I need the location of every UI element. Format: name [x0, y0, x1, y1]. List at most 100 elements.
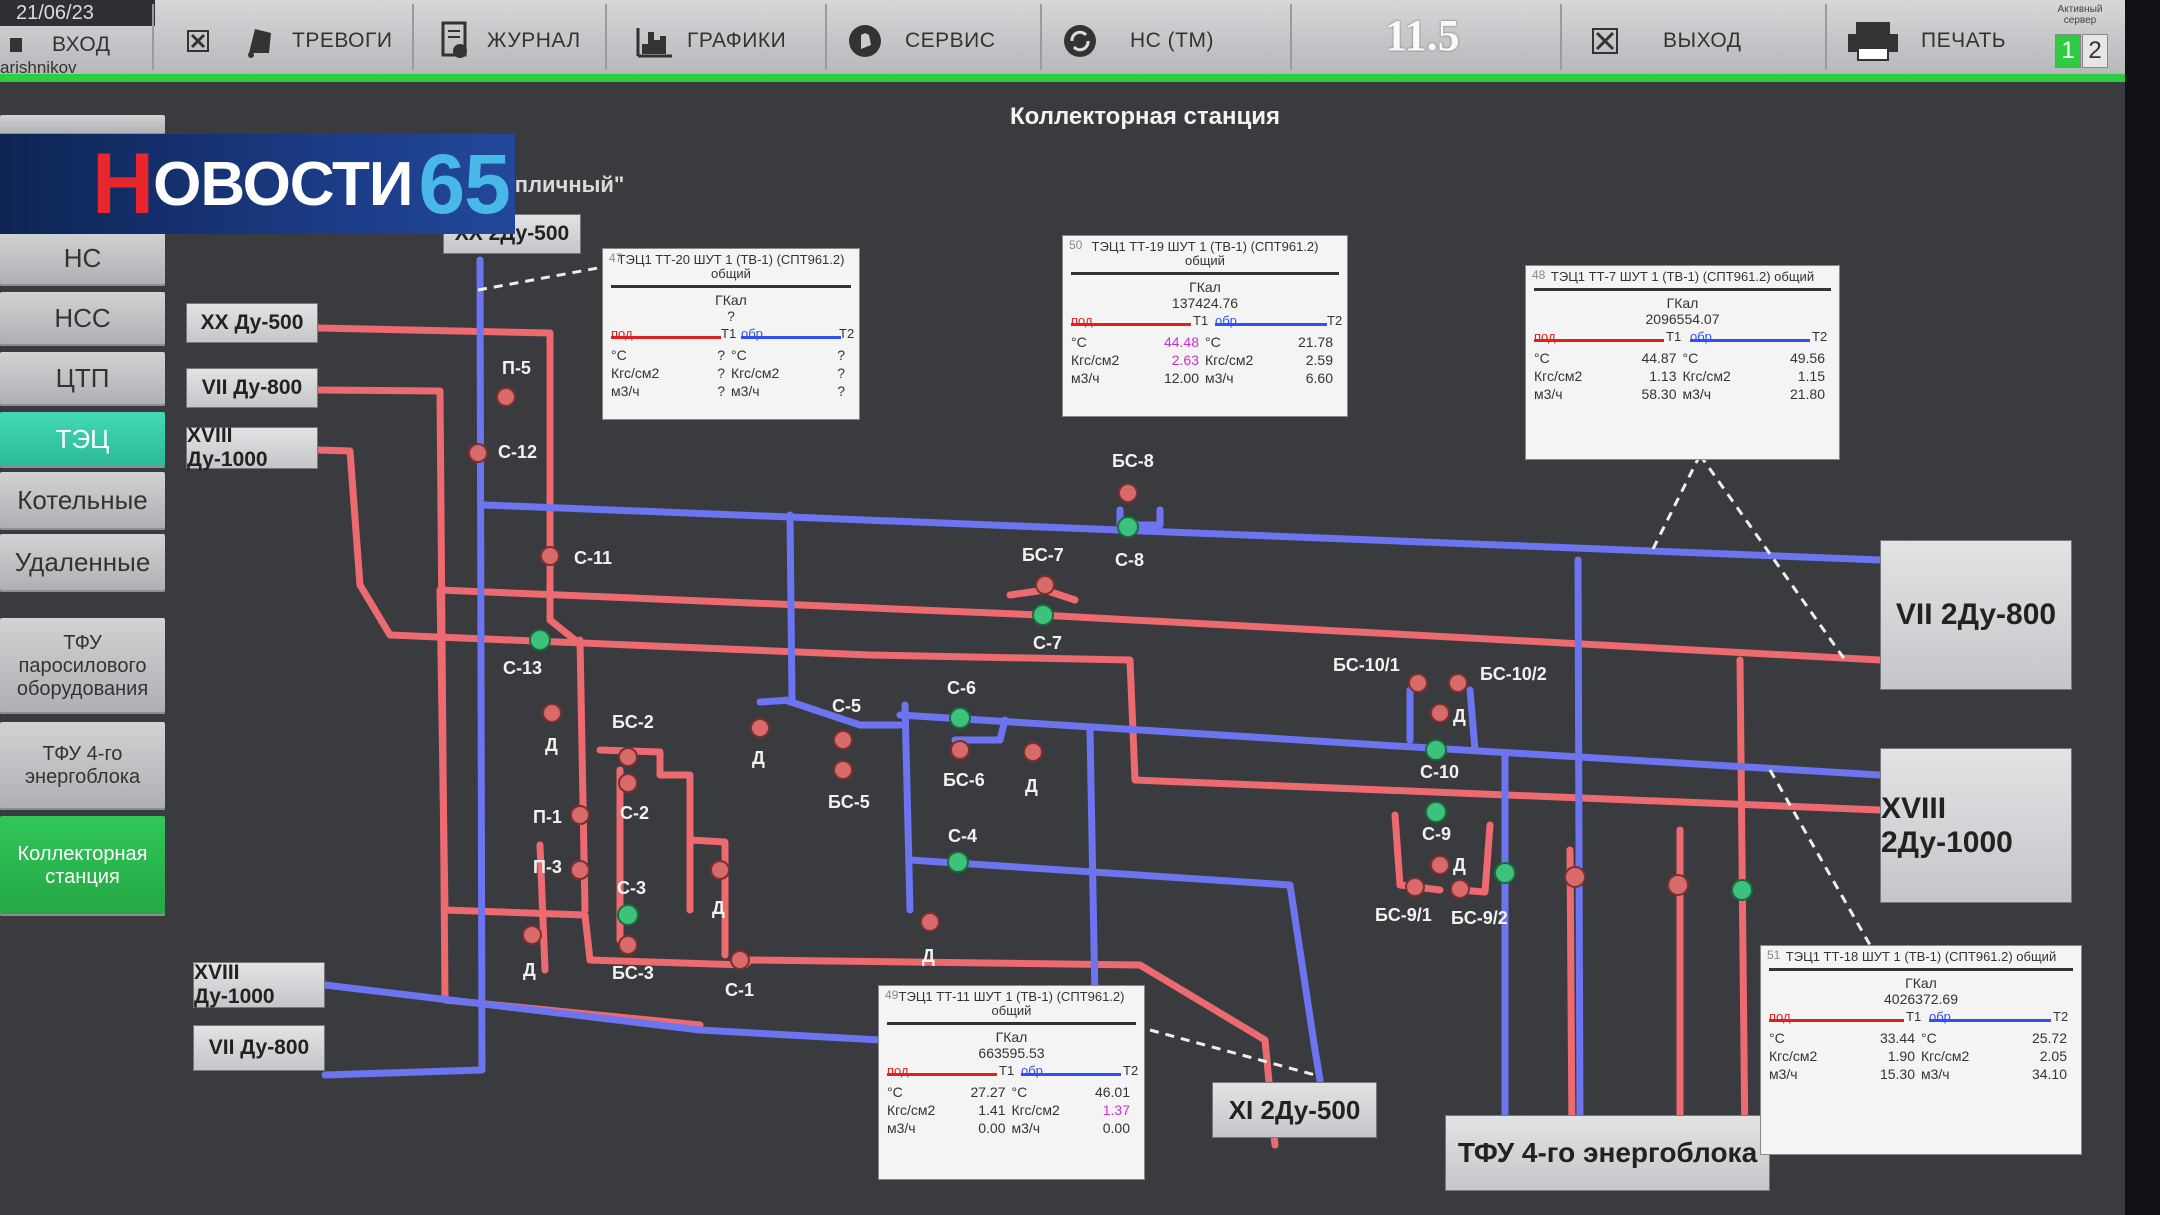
sidebar-item-ctp[interactable]: ЦТП	[0, 352, 165, 406]
flow-unit: м3/ч	[1682, 386, 1712, 402]
meter-panel[interactable]: 48 ТЭЦ1 ТТ-7 ШУТ 1 (ТВ-1) (СПТ961.2) общ…	[1525, 265, 1840, 460]
temp-unit: °C	[1534, 350, 1550, 366]
temp-unit: °C	[1011, 1084, 1028, 1100]
printer-icon	[1845, 21, 1901, 61]
panel-number: 47	[609, 251, 623, 265]
meter-panel[interactable]: 51 ТЭЦ1 ТТ-18 ШУТ 1 (ТВ-1) (СПТ961.2) об…	[1760, 945, 2082, 1155]
valve-bc10-2-label: БС-10/2	[1480, 664, 1547, 684]
pipe-label-xviii-left[interactable]: XVIII Ду-1000	[186, 424, 318, 471]
supply-line	[1071, 323, 1191, 326]
valve-c5-label: С-5	[832, 696, 862, 716]
valve-c10-label: С-10	[1420, 762, 1460, 782]
ns-tm-button[interactable]: НС (ТМ)	[1060, 18, 1214, 64]
supply-flow: 12.00	[1163, 370, 1199, 386]
panel-header: ТЭЦ1 ТТ-11 ШУТ 1 (ТВ-1) (СПТ961.2) общий	[887, 990, 1136, 1025]
close-icon	[178, 21, 218, 61]
return-line	[1929, 1019, 2051, 1022]
t1-label: T1	[1666, 329, 1682, 344]
server-2-button[interactable]: 2	[2082, 34, 2108, 68]
t1-label: T1	[1906, 1009, 1922, 1024]
pipe-label-vii-right[interactable]: VII 2Ду-800	[1880, 540, 2072, 690]
flow-unit: м3/ч	[1071, 370, 1100, 386]
close-alarms-button[interactable]	[178, 18, 230, 64]
pipe-label-xx-left[interactable]: XX Ду-500	[186, 303, 318, 343]
toolbar-divider	[1290, 4, 1292, 70]
return-flow: 0.00	[1102, 1120, 1130, 1136]
meter-panel[interactable]: 49 ТЭЦ1 ТТ-11 ШУТ 1 (ТВ-1) (СПТ961.2) об…	[878, 985, 1145, 1180]
journal-button[interactable]: ЖУРНАЛ	[435, 18, 581, 64]
chart-icon	[635, 21, 675, 61]
panel-header: ТЭЦ1 ТТ-19 ШУТ 1 (ТВ-1) (СПТ961.2) общий	[1071, 240, 1339, 275]
sidebar-item-boilers[interactable]: Котельные	[0, 472, 165, 530]
supply-line	[1769, 1019, 1904, 1022]
valve-c13-label: С-13	[503, 658, 543, 678]
pipe-label-vii-bottom[interactable]: VII Ду-800	[193, 1025, 325, 1071]
valve-bc9-2-label: БС-9/2	[1451, 908, 1508, 928]
exit-button[interactable]: ВЫХОД	[1585, 18, 1742, 64]
server-1-button[interactable]: 1	[2055, 34, 2081, 68]
service-button[interactable]: СЕРВИС	[845, 18, 995, 64]
graphs-button[interactable]: ГРАФИКИ	[635, 18, 786, 64]
valve-c6-label: С-6	[947, 678, 977, 698]
pipe-label-xviii-right[interactable]: XVIII 2Ду-1000	[1880, 748, 2072, 903]
sidebar-item-tfu-steam[interactable]: ТФУ паросилового оборудования	[0, 618, 165, 714]
monitor-bezel	[2125, 0, 2160, 1215]
valve-bc2-label: БС-2	[612, 712, 654, 732]
pipe-label-xviii-bottom[interactable]: XVIII Ду-1000	[193, 961, 325, 1008]
return-line	[1215, 323, 1327, 326]
panel-legend: под T1 обр T2	[1769, 1009, 2073, 1029]
valve-d3-label: Д	[712, 898, 725, 918]
panel-unit: ГКал	[1666, 295, 1699, 311]
header-value: 11.5	[1385, 11, 1460, 60]
temp-unit: °C	[611, 347, 627, 363]
t1-label: T1	[721, 326, 737, 341]
login-button[interactable]: ВХОД	[6, 30, 111, 60]
t2-label: T2	[2053, 1009, 2069, 1024]
sidebar-item-nss[interactable]: НСС	[0, 292, 165, 346]
sidebar-item-ns[interactable]: НС	[0, 232, 165, 286]
sidebar-item-tec[interactable]: ТЭЦ	[0, 412, 165, 468]
meter-panel[interactable]: 47 ТЭЦ1 ТТ-20 ШУТ 1 (ТВ-1) (СПТ961.2) об…	[602, 248, 860, 420]
user-name: arishnikov	[0, 58, 77, 77]
return-pressure: 1.15	[1797, 368, 1825, 384]
valve-bc8-label: БС-8	[1112, 451, 1154, 471]
pressure-unit: Кгс/см2	[1769, 1048, 1818, 1064]
return-line	[1690, 339, 1810, 342]
supply-temp: 44.48	[1163, 334, 1199, 350]
login-label: ВХОД	[52, 33, 111, 56]
toolbar-divider	[1040, 4, 1042, 70]
valve-p3-label: П-3	[533, 857, 562, 877]
pressure-unit: Кгс/см2	[1011, 1102, 1060, 1118]
close-icon	[1585, 21, 1625, 61]
return-pressure: 2.05	[2039, 1048, 2067, 1064]
supply-temp: 33.44	[1879, 1030, 1915, 1046]
valve-c3-label: С-3	[617, 878, 647, 898]
return-pressure: 1.37	[1102, 1102, 1130, 1118]
graphs-label: ГРАФИКИ	[687, 29, 787, 52]
sidebar-item-tfu-4[interactable]: ТФУ 4-го энергоблока	[0, 722, 165, 810]
valve-bc6-label: БС-6	[943, 770, 985, 790]
sidebar-item-hidden[interactable]	[0, 115, 165, 135]
print-button[interactable]: ПЕЧАТЬ	[1845, 18, 2006, 64]
return-line	[1021, 1073, 1121, 1076]
sidebar-item-collector[interactable]: Коллекторная станция	[0, 816, 165, 916]
temp-unit: °C	[1769, 1030, 1785, 1046]
valve-c11-label: С-11	[574, 548, 613, 568]
pipe-label-tfu-bottom[interactable]: ТФУ 4-го энергоблока	[1445, 1115, 1770, 1191]
pipe-label-xi-bottom[interactable]: XI 2Ду-500	[1212, 1082, 1377, 1138]
valve-d8-label: Д	[1453, 855, 1466, 875]
pipe-label-vii-left[interactable]: VII Ду-800	[186, 368, 318, 408]
temp-unit: °C	[1205, 334, 1221, 350]
alarms-button[interactable]: ТРЕВОГИ	[240, 18, 392, 64]
sidebar-item-remote[interactable]: Удаленные	[0, 534, 165, 592]
valve-bc3-label: БС-3	[612, 963, 654, 983]
return-flow: 21.80	[1789, 386, 1825, 402]
meter-panel[interactable]: 50 ТЭЦ1 ТТ-19 ШУТ 1 (ТВ-1) (СПТ961.2) об…	[1062, 235, 1348, 417]
valve-d7-label: Д	[1453, 706, 1466, 726]
panel-unit: ГКал	[715, 292, 747, 308]
supply-pressure: 1.90	[1887, 1048, 1915, 1064]
panel-total: ?	[727, 308, 735, 324]
t2-label: T2	[1123, 1063, 1139, 1078]
active-server-label: Активный сервер	[2057, 4, 2103, 26]
